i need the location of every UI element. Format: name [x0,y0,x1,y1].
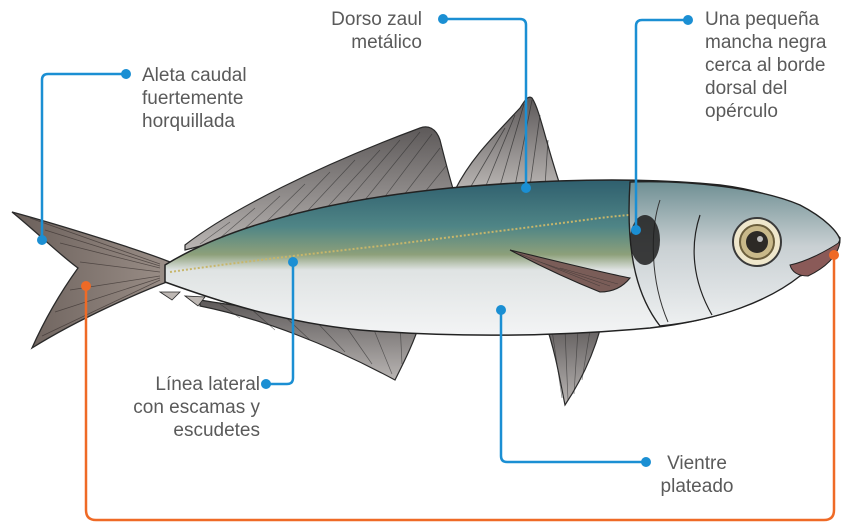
label-line: escudetes [120,419,260,442]
fish-head [629,182,840,326]
dorsal-fin-front [455,97,560,190]
label-line: con escamas y [120,396,260,419]
leader-dot [438,14,448,24]
leader-dot [121,69,131,79]
label-mancha: Una pequeña mancha negra cerca al borde … [705,8,826,123]
leader-dot [496,305,506,315]
bracket-dot [829,250,839,260]
label-dorso: Dorso zaul metálico [300,8,422,54]
leader-dot [521,183,531,193]
label-line: mancha negra [705,31,826,54]
label-vientre: Vientre plateado [648,452,746,498]
leader-aleta-caudal [42,74,126,240]
caudal-fin [12,212,172,348]
label-line: Línea lateral [120,373,260,396]
leader-dot [261,379,271,389]
label-line: horquillada [142,110,247,133]
leader-dot [631,225,641,235]
label-line: Una pequeña [705,8,826,31]
label-line: fuertemente [142,87,247,110]
leader-dot [37,235,47,245]
label-line: Aleta caudal [142,64,247,87]
label-line: Vientre [648,452,746,475]
label-line: opérculo [705,100,826,123]
label-line: Dorso zaul [300,8,422,31]
leader-dot [288,257,298,267]
label-aleta-caudal: Aleta caudal fuertemente horquillada [142,64,247,133]
label-line: plateado [648,475,746,498]
label-linea-lateral: Línea lateral con escamas y escudetes [120,373,260,442]
leader-dot [683,15,693,25]
label-line: metálico [300,31,422,54]
label-line: dorsal del [705,77,826,100]
bracket-dot [81,281,91,291]
opercular-spot [630,215,660,265]
label-line: cerca al borde [705,54,826,77]
